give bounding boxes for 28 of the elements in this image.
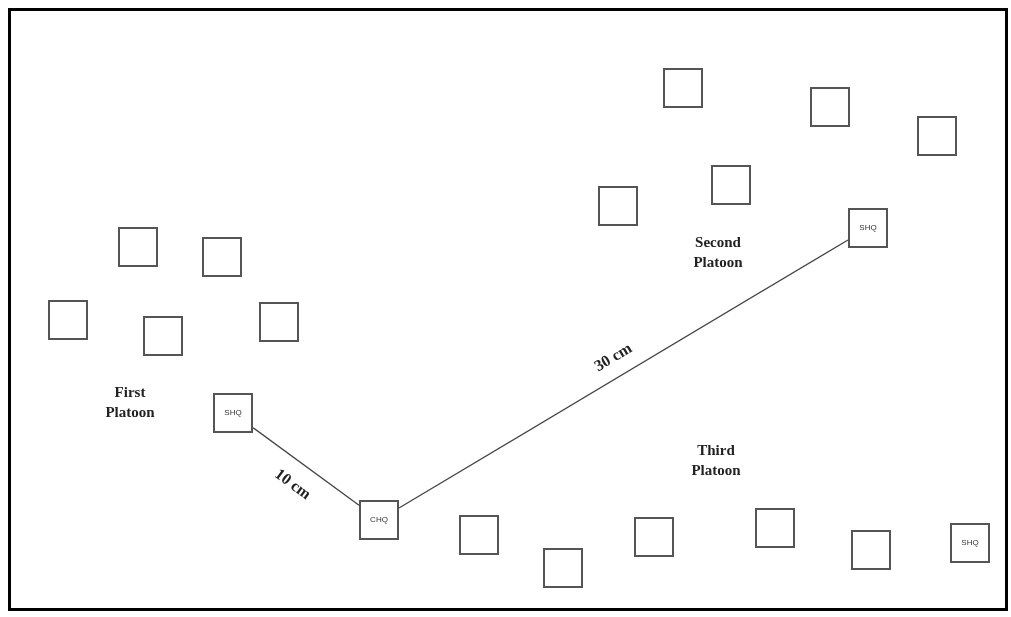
- unit-box: [917, 116, 957, 156]
- unit-box: [459, 515, 499, 555]
- unit-box: [143, 316, 183, 356]
- unit-box: [543, 548, 583, 588]
- connector-line: [252, 427, 360, 506]
- connector-line: [398, 239, 849, 509]
- unit-code: SHQ: [859, 224, 877, 232]
- unit-box: [598, 186, 638, 226]
- unit-box: [851, 530, 891, 570]
- unit-box: [663, 68, 703, 108]
- unit-code: SHQ: [961, 539, 979, 547]
- unit-code: CHQ: [370, 516, 388, 524]
- unit-box: [810, 87, 850, 127]
- headquarters-box: [848, 208, 888, 248]
- unit-box: [118, 227, 158, 267]
- headquarters-box: [359, 500, 399, 540]
- unit-box: [634, 517, 674, 557]
- headquarters-box: [950, 523, 990, 563]
- unit-box: [202, 237, 242, 277]
- unit-box: [48, 300, 88, 340]
- platoon-label: Third Platoon: [690, 441, 742, 480]
- unit-code: SHQ: [224, 409, 242, 417]
- platoon-label: Second Platoon: [692, 233, 744, 272]
- headquarters-box: [213, 393, 253, 433]
- unit-box: [711, 165, 751, 205]
- unit-box: [259, 302, 299, 342]
- platoon-label: First Platoon: [104, 383, 156, 422]
- unit-box: [755, 508, 795, 548]
